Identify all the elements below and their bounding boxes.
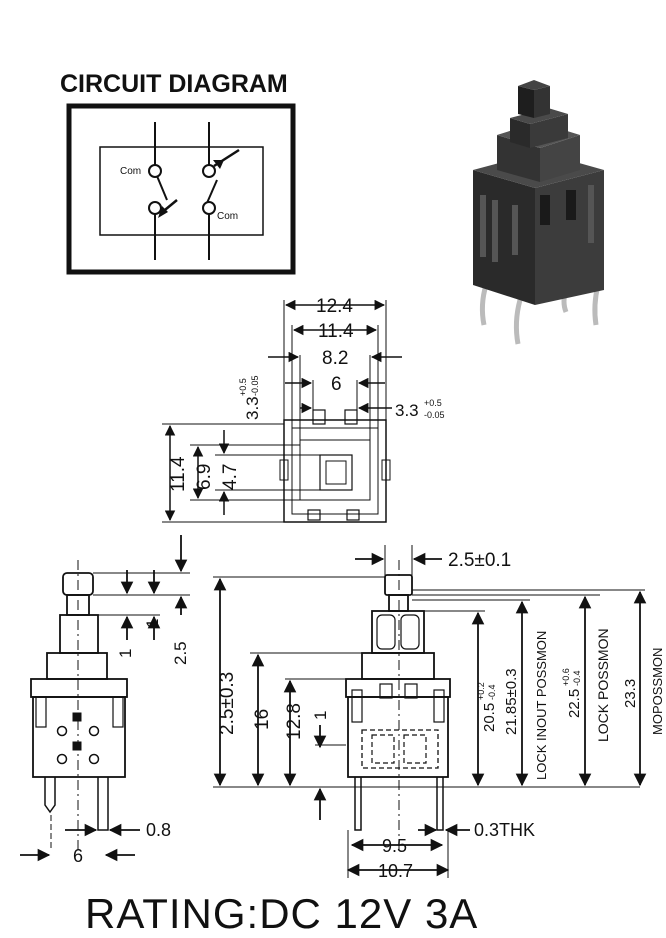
dim-front-20-5-minus: -0.4 [487,684,497,700]
dim-pin-left-tol-plus: +0.5 [238,378,248,396]
dim-side-1b: 1 [143,619,162,628]
circuit-outer-frame [66,103,296,275]
dim-pin-left-group: 3.3 +0.5 -0.05 [238,375,262,420]
dim-front-22-5-minus: -0.4 [572,670,582,686]
dim-side-2-5: 2.5 [171,641,190,665]
dim-top-11-4: 11.4 [318,321,354,342]
dim-front-20-5-plus: +0.2 [476,682,486,700]
dim-front-1: 1 [311,711,330,720]
dim-front-20-5: 20.5 [481,703,498,732]
dim-front-10-7: 10.7 [378,861,413,881]
circuit-terminal-right-top [202,164,216,178]
circuit-terminal-right-com [202,201,216,215]
circuit-diagram-title: CIRCUIT DIAGRAM [60,70,288,98]
dim-top-6: 6 [331,374,342,395]
side-view-drawing [20,535,190,862]
circuit-com-label-right: Com [217,211,238,222]
top-view-body-outline [283,419,387,523]
label-lock-inout: LOCK INOUT POSSMON [534,631,549,780]
dim-front-23-3: 23.3 [622,679,639,708]
dim-front-22-5: 22.5 [566,689,583,718]
rating-label: RATING:DC 12V 3A [85,890,479,937]
circuit-diagram [66,103,296,275]
circuit-inner-frame [99,146,264,236]
switch-photo [473,80,604,345]
front-view-drawing [213,545,647,878]
circuit-terminal-left-bottom [148,201,162,215]
dim-front-16: 16 [252,709,273,730]
dim-side-1a: 1 [116,649,135,658]
dim-pin-left-tol-minus: -0.05 [250,375,260,396]
dim-side-pin-0-8: 0.8 [146,820,171,840]
dim-front-22-5-plus: +0.6 [561,668,571,686]
dim-side-pitch-6: 6 [73,846,83,866]
dim-pin-right: 3.3 [395,401,419,420]
dim-top-height-6-9: 6.9 [194,464,215,490]
dim-front-12-8: 12.8 [284,703,305,740]
dim-top-12-4: 12.4 [316,296,353,317]
dim-pin-right-tol-plus: +0.5 [424,398,442,408]
dim-front-21-85: 21.85±0.3 [503,668,520,735]
dim-front-20-5-group: 20.5 +0.2 -0.4 [476,682,498,732]
dim-front-22-5-group: 22.5 +0.6 -0.4 [561,668,583,718]
dim-pin-left: 3.3 [243,396,262,420]
dim-top-8-2: 8.2 [322,348,348,369]
dim-front-2-5-total: 2.5±0.3 [217,672,238,735]
dim-top-height-4-7: 4.7 [220,464,241,490]
label-lock-possmon: LOCK POSSMON [595,628,611,742]
dim-pin-right-tol-minus: -0.05 [424,410,445,420]
dim-front-0-3thk: 0.3THK [474,820,535,840]
dim-front-2-5-top: 2.5±0.1 [448,550,511,571]
dim-top-height-11-4: 11.4 [168,456,189,492]
circuit-com-label-left: Com [120,166,141,177]
circuit-terminal-left-com [148,164,162,178]
dim-front-9-5: 9.5 [382,836,407,856]
circuit-switch-blade-left [156,175,168,201]
top-view-drawing [162,299,402,523]
circuit-switch-blade-right [206,179,218,204]
label-moposs: MOPOSSMON [650,648,665,735]
